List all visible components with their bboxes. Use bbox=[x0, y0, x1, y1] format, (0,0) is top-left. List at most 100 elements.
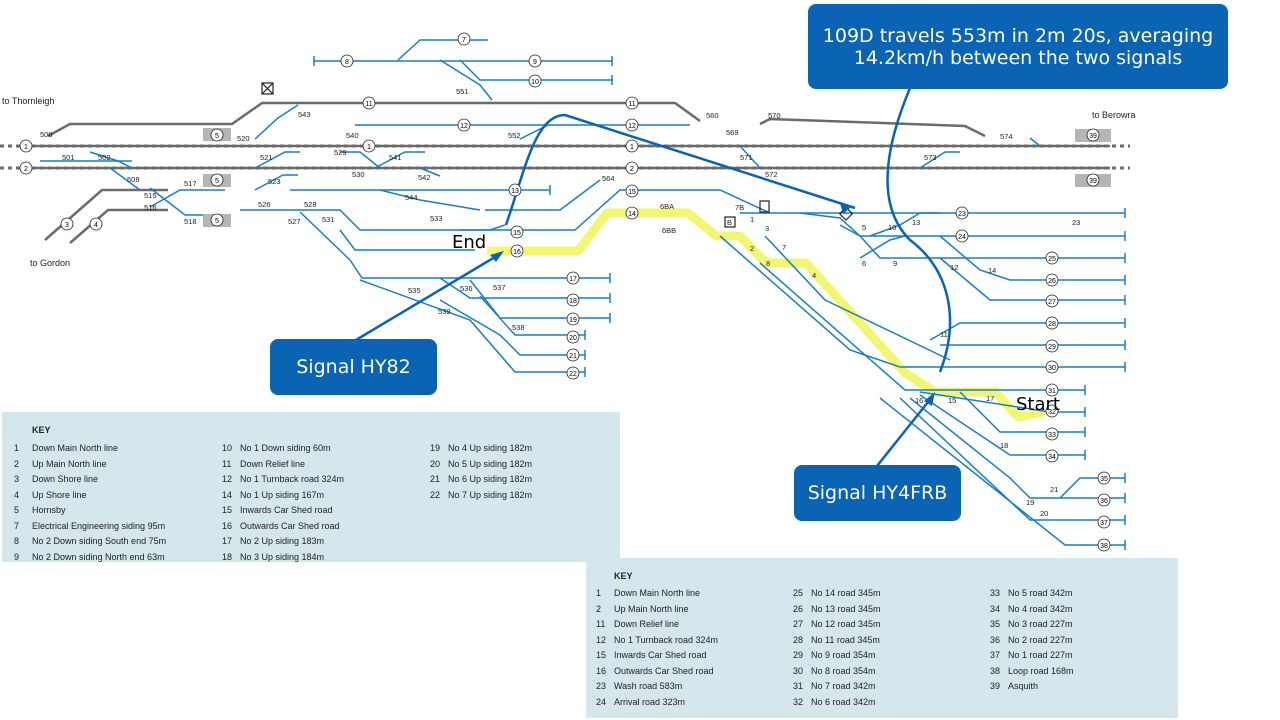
track-number: 9 bbox=[533, 59, 537, 66]
track-number: 28 bbox=[1048, 321, 1056, 328]
key-item-text: No 6 road 342m bbox=[811, 696, 876, 707]
key-item-text: Arrival road 323m bbox=[614, 696, 686, 707]
track-circle bbox=[625, 161, 639, 175]
track-circle bbox=[1045, 404, 1059, 418]
key-item-text: No 1 Turnback road 324m bbox=[240, 474, 345, 484]
key-item-number: 27 bbox=[793, 619, 804, 629]
point-label: 523 bbox=[268, 177, 281, 186]
point-label: 515 bbox=[144, 191, 157, 200]
track-number: 10 bbox=[531, 79, 539, 86]
track-number: 33 bbox=[1048, 432, 1056, 439]
track-number: 38 bbox=[1100, 543, 1108, 550]
key-item-text: No 7 Up siding 182m bbox=[448, 489, 533, 500]
key-item-number: 18 bbox=[222, 551, 233, 562]
point-label: 529 bbox=[334, 148, 347, 157]
track-number: 11 bbox=[628, 101, 635, 108]
point-label: 542 bbox=[418, 173, 431, 182]
key-item-number: 1 bbox=[14, 443, 20, 453]
point-label: 560 bbox=[706, 111, 719, 120]
signal-hy4frb-callout: Signal HY4FRB bbox=[794, 465, 961, 521]
track-circle bbox=[210, 213, 224, 227]
track-circle bbox=[1045, 294, 1059, 308]
key-item-number: 3 bbox=[14, 474, 20, 484]
point-label: 552 bbox=[508, 131, 521, 140]
track-circle bbox=[210, 173, 224, 187]
key-item-number: 1 bbox=[596, 588, 602, 598]
track-circle bbox=[340, 54, 354, 68]
point-label: 12 bbox=[950, 263, 958, 272]
key-item-number: 28 bbox=[793, 634, 804, 645]
track-circle bbox=[19, 161, 33, 175]
track-circle bbox=[1045, 339, 1059, 353]
track-number: 20 bbox=[569, 335, 577, 342]
signal-hy82-label: Signal HY82 bbox=[296, 356, 411, 378]
track-circle bbox=[625, 96, 639, 110]
route-start-label: Start bbox=[1016, 394, 1060, 415]
key-item-text: No 1 Down siding 60m bbox=[240, 443, 331, 453]
key-item-number: 10 bbox=[222, 443, 233, 453]
track-number: 5 bbox=[215, 218, 219, 225]
point-label: 521 bbox=[260, 153, 273, 162]
key-item-number: 20 bbox=[430, 458, 441, 469]
track-number: 15 bbox=[513, 230, 521, 237]
point-label: 536 bbox=[460, 284, 473, 293]
key-item-number: 19 bbox=[430, 443, 441, 453]
point-label: 530 bbox=[352, 170, 365, 179]
key-item-text: Electrical Engineering siding 95m bbox=[32, 520, 166, 531]
track-number: 31 bbox=[1048, 388, 1056, 395]
key-item-text: No 2 Down siding South end 75m bbox=[32, 536, 167, 546]
key-item-number: 15 bbox=[222, 505, 233, 515]
track-number: 22 bbox=[569, 371, 577, 378]
track-circle bbox=[566, 330, 580, 344]
track-circle bbox=[1097, 471, 1111, 485]
key-item-number: 39 bbox=[990, 681, 1001, 691]
key-item-text: No 1 road 227m bbox=[1008, 650, 1073, 660]
track-number: 26 bbox=[1048, 278, 1056, 285]
key-item-number: 29 bbox=[793, 650, 804, 660]
travel-callout-line1: 109D travels 553m in 2m 20s, averaging bbox=[822, 24, 1214, 47]
point-label: 574 bbox=[1000, 132, 1013, 141]
key-item-number: 7 bbox=[14, 520, 20, 531]
track-number: 36 bbox=[1100, 498, 1108, 505]
track-number: 19 bbox=[569, 317, 577, 324]
track-circle bbox=[566, 271, 580, 285]
point-label: 541 bbox=[389, 153, 402, 162]
track-circle bbox=[1045, 360, 1059, 374]
track-number: 14 bbox=[628, 211, 636, 218]
key-item-number: 25 bbox=[793, 588, 804, 598]
point-label: 551 bbox=[456, 87, 469, 96]
key-item-text: No 12 road 345m bbox=[811, 619, 881, 629]
travel-callout-line2: 14.2km/h between the two signals bbox=[853, 46, 1183, 69]
point-label: 531 bbox=[322, 215, 335, 224]
track-number: 12 bbox=[628, 123, 636, 130]
track-circle bbox=[362, 96, 376, 110]
buffer-stops bbox=[313, 56, 1126, 550]
track-number: 34 bbox=[1048, 454, 1056, 461]
track-circle bbox=[510, 244, 524, 258]
track-circle bbox=[566, 348, 580, 362]
key-item-number: 2 bbox=[596, 603, 602, 614]
track-circle bbox=[955, 229, 969, 243]
signal-hy4frb-label: Signal HY4FRB bbox=[807, 482, 948, 504]
track-circle bbox=[19, 139, 33, 153]
track-number: 39 bbox=[1089, 133, 1097, 140]
track-number: 17 bbox=[569, 276, 577, 283]
key-item-number: 17 bbox=[222, 536, 233, 546]
point-label: 520 bbox=[237, 134, 250, 143]
key-item-text: Inwards Car Shed road bbox=[240, 505, 333, 515]
point-label: 540 bbox=[346, 131, 359, 140]
track-number: 7 bbox=[462, 37, 466, 44]
